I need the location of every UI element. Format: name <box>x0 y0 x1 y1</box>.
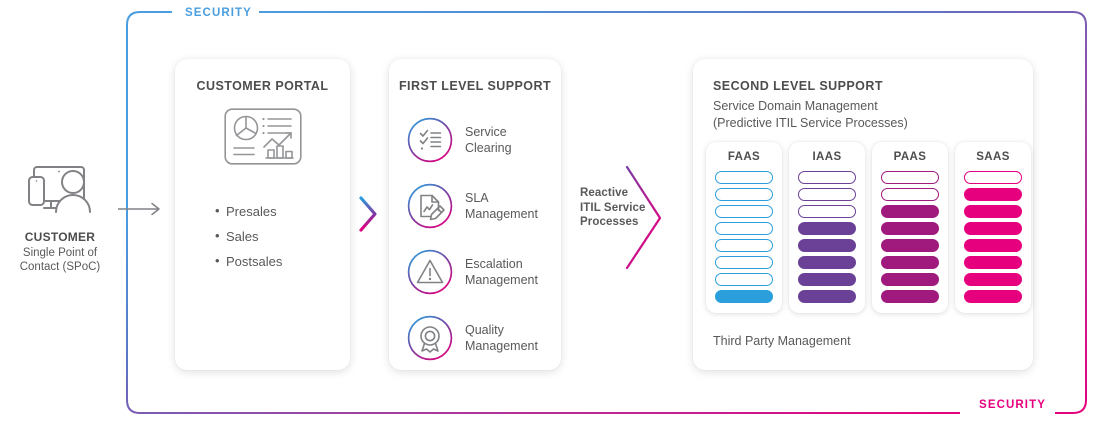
customer-subtitle: Single Point of Contact (SPoC) <box>6 246 114 274</box>
capacity-pill-outline <box>881 188 939 201</box>
fls-item-quality-management[interactable]: Quality Management <box>407 305 549 371</box>
award-badge-icon <box>407 315 453 361</box>
fls-label: Quality Management <box>465 322 538 354</box>
customer-desktop-person-icon <box>28 166 91 213</box>
capacity-pill-outline <box>798 188 856 201</box>
chevron-arrow-outline-icon <box>568 165 662 270</box>
capacity-pill-outline <box>715 239 773 252</box>
service-domain-column-title: PAAS <box>893 151 927 163</box>
service-domain-column-title: FAAS <box>727 151 761 163</box>
capacity-pill-filled <box>798 273 856 286</box>
service-domain-column-faas[interactable]: FAAS <box>706 142 782 313</box>
capacity-pill-outline <box>715 273 773 286</box>
capacity-pill-outline <box>964 171 1022 184</box>
first-level-support-title: FIRST LEVEL SUPPORT <box>398 79 552 93</box>
service-domain-column-title: SAAS <box>976 151 1010 163</box>
fls-label: Service Clearing <box>465 124 512 156</box>
first-level-support-card[interactable]: FIRST LEVEL SUPPORT Service Clearing <box>389 59 561 370</box>
customer-portal-list: Presales Sales Postsales <box>215 198 282 274</box>
capacity-pill-filled <box>964 290 1022 303</box>
customer-portal-title: CUSTOMER PORTAL <box>196 79 329 93</box>
capacity-pill-filled <box>964 273 1022 286</box>
customer-subtitle-line1: Single Point of <box>22 247 98 259</box>
service-domain-column-saas[interactable]: SAAS <box>955 142 1031 313</box>
capacity-pill-filled <box>964 205 1022 218</box>
second-level-support-subtitle: Service Domain Management (Predictive IT… <box>713 98 908 131</box>
fls-item-escalation-management[interactable]: Escalation Management <box>407 239 549 305</box>
fls-item-service-clearing[interactable]: Service Clearing <box>407 107 549 173</box>
service-domain-column-paas[interactable]: PAAS <box>872 142 948 313</box>
sls-subtitle-line1: Service Domain Management <box>713 99 878 113</box>
capacity-pill-filled <box>798 256 856 269</box>
capacity-pill-filled <box>964 256 1022 269</box>
capacity-pill-outline <box>798 171 856 184</box>
fls-label-line1: SLA <box>465 191 489 205</box>
fls-label-line1: Service <box>465 125 507 139</box>
service-domain-column-title: IAAS <box>812 151 842 163</box>
list-item: Sales <box>215 223 282 249</box>
capacity-pill-filled <box>964 239 1022 252</box>
reactive-label-line2: ITIL Service <box>580 201 646 214</box>
reactive-label-line1: Reactive <box>580 187 629 199</box>
list-item: Presales <box>215 198 282 224</box>
customer-block: CUSTOMER Single Point of Contact (SPoC) <box>6 160 114 274</box>
capacity-pill-filled <box>964 222 1022 235</box>
capacity-pill-filled <box>715 290 773 303</box>
capacity-pill-filled <box>881 222 939 235</box>
checklist-icon <box>407 117 453 163</box>
fls-label: Escalation Management <box>465 256 538 288</box>
chevron-right-icon <box>359 196 377 232</box>
fls-item-sla-management[interactable]: SLA Management <box>407 173 549 239</box>
dashboard-analytics-icon <box>223 108 302 165</box>
document-pencil-icon <box>407 183 453 229</box>
capacity-pill-outline <box>715 222 773 235</box>
capacity-pill-outline <box>715 188 773 201</box>
capacity-pill-filled <box>964 188 1022 201</box>
capacity-pill-outline <box>715 171 773 184</box>
customer-portal-card[interactable]: CUSTOMER PORTAL Presales <box>175 59 350 370</box>
capacity-pill-outline <box>715 256 773 269</box>
fls-label-line1: Escalation <box>465 257 523 271</box>
fls-label-line2: Clearing <box>465 141 512 155</box>
capacity-pill-filled <box>881 205 939 218</box>
capacity-pill-outline <box>798 205 856 218</box>
security-label-bottom: SECURITY <box>972 399 1053 411</box>
third-party-management-label: Third Party Management <box>713 334 851 348</box>
fls-label-line2: Management <box>465 339 538 353</box>
service-domain-columns: FAAS IAAS PAAS SAAS <box>706 142 1031 313</box>
capacity-pill-filled <box>881 273 939 286</box>
reactive-arrow-label: Reactive ITIL Service Processes <box>580 186 660 230</box>
capacity-pill-outline <box>881 171 939 184</box>
capacity-pill-filled <box>881 290 939 303</box>
first-level-support-list: Service Clearing SLA <box>407 107 549 371</box>
list-item: Postsales <box>215 248 282 274</box>
second-level-support-title: SECOND LEVEL SUPPORT <box>713 79 883 93</box>
customer-title: CUSTOMER <box>24 230 96 244</box>
sls-subtitle-line2: (Predictive ITIL Service Processes) <box>713 115 908 130</box>
capacity-pill-filled <box>798 290 856 303</box>
capacity-pill-filled <box>798 239 856 252</box>
fls-label-line1: Quality <box>465 323 504 337</box>
security-label-top: SECURITY <box>178 7 259 19</box>
capacity-pill-filled <box>881 239 939 252</box>
customer-subtitle-line2: Contact (SPoC) <box>19 261 101 273</box>
reactive-label-line3: Processes <box>580 216 639 228</box>
capacity-pill-filled <box>798 222 856 235</box>
arrow-right-icon <box>118 202 160 216</box>
service-domain-column-iaas[interactable]: IAAS <box>789 142 865 313</box>
fls-label-line2: Management <box>465 207 538 221</box>
fls-label: SLA Management <box>465 190 538 222</box>
warning-triangle-icon <box>407 249 453 295</box>
fls-label-line2: Management <box>465 273 538 287</box>
capacity-pill-filled <box>881 256 939 269</box>
capacity-pill-outline <box>715 205 773 218</box>
second-level-support-card[interactable]: SECOND LEVEL SUPPORT Service Domain Mana… <box>693 59 1033 370</box>
